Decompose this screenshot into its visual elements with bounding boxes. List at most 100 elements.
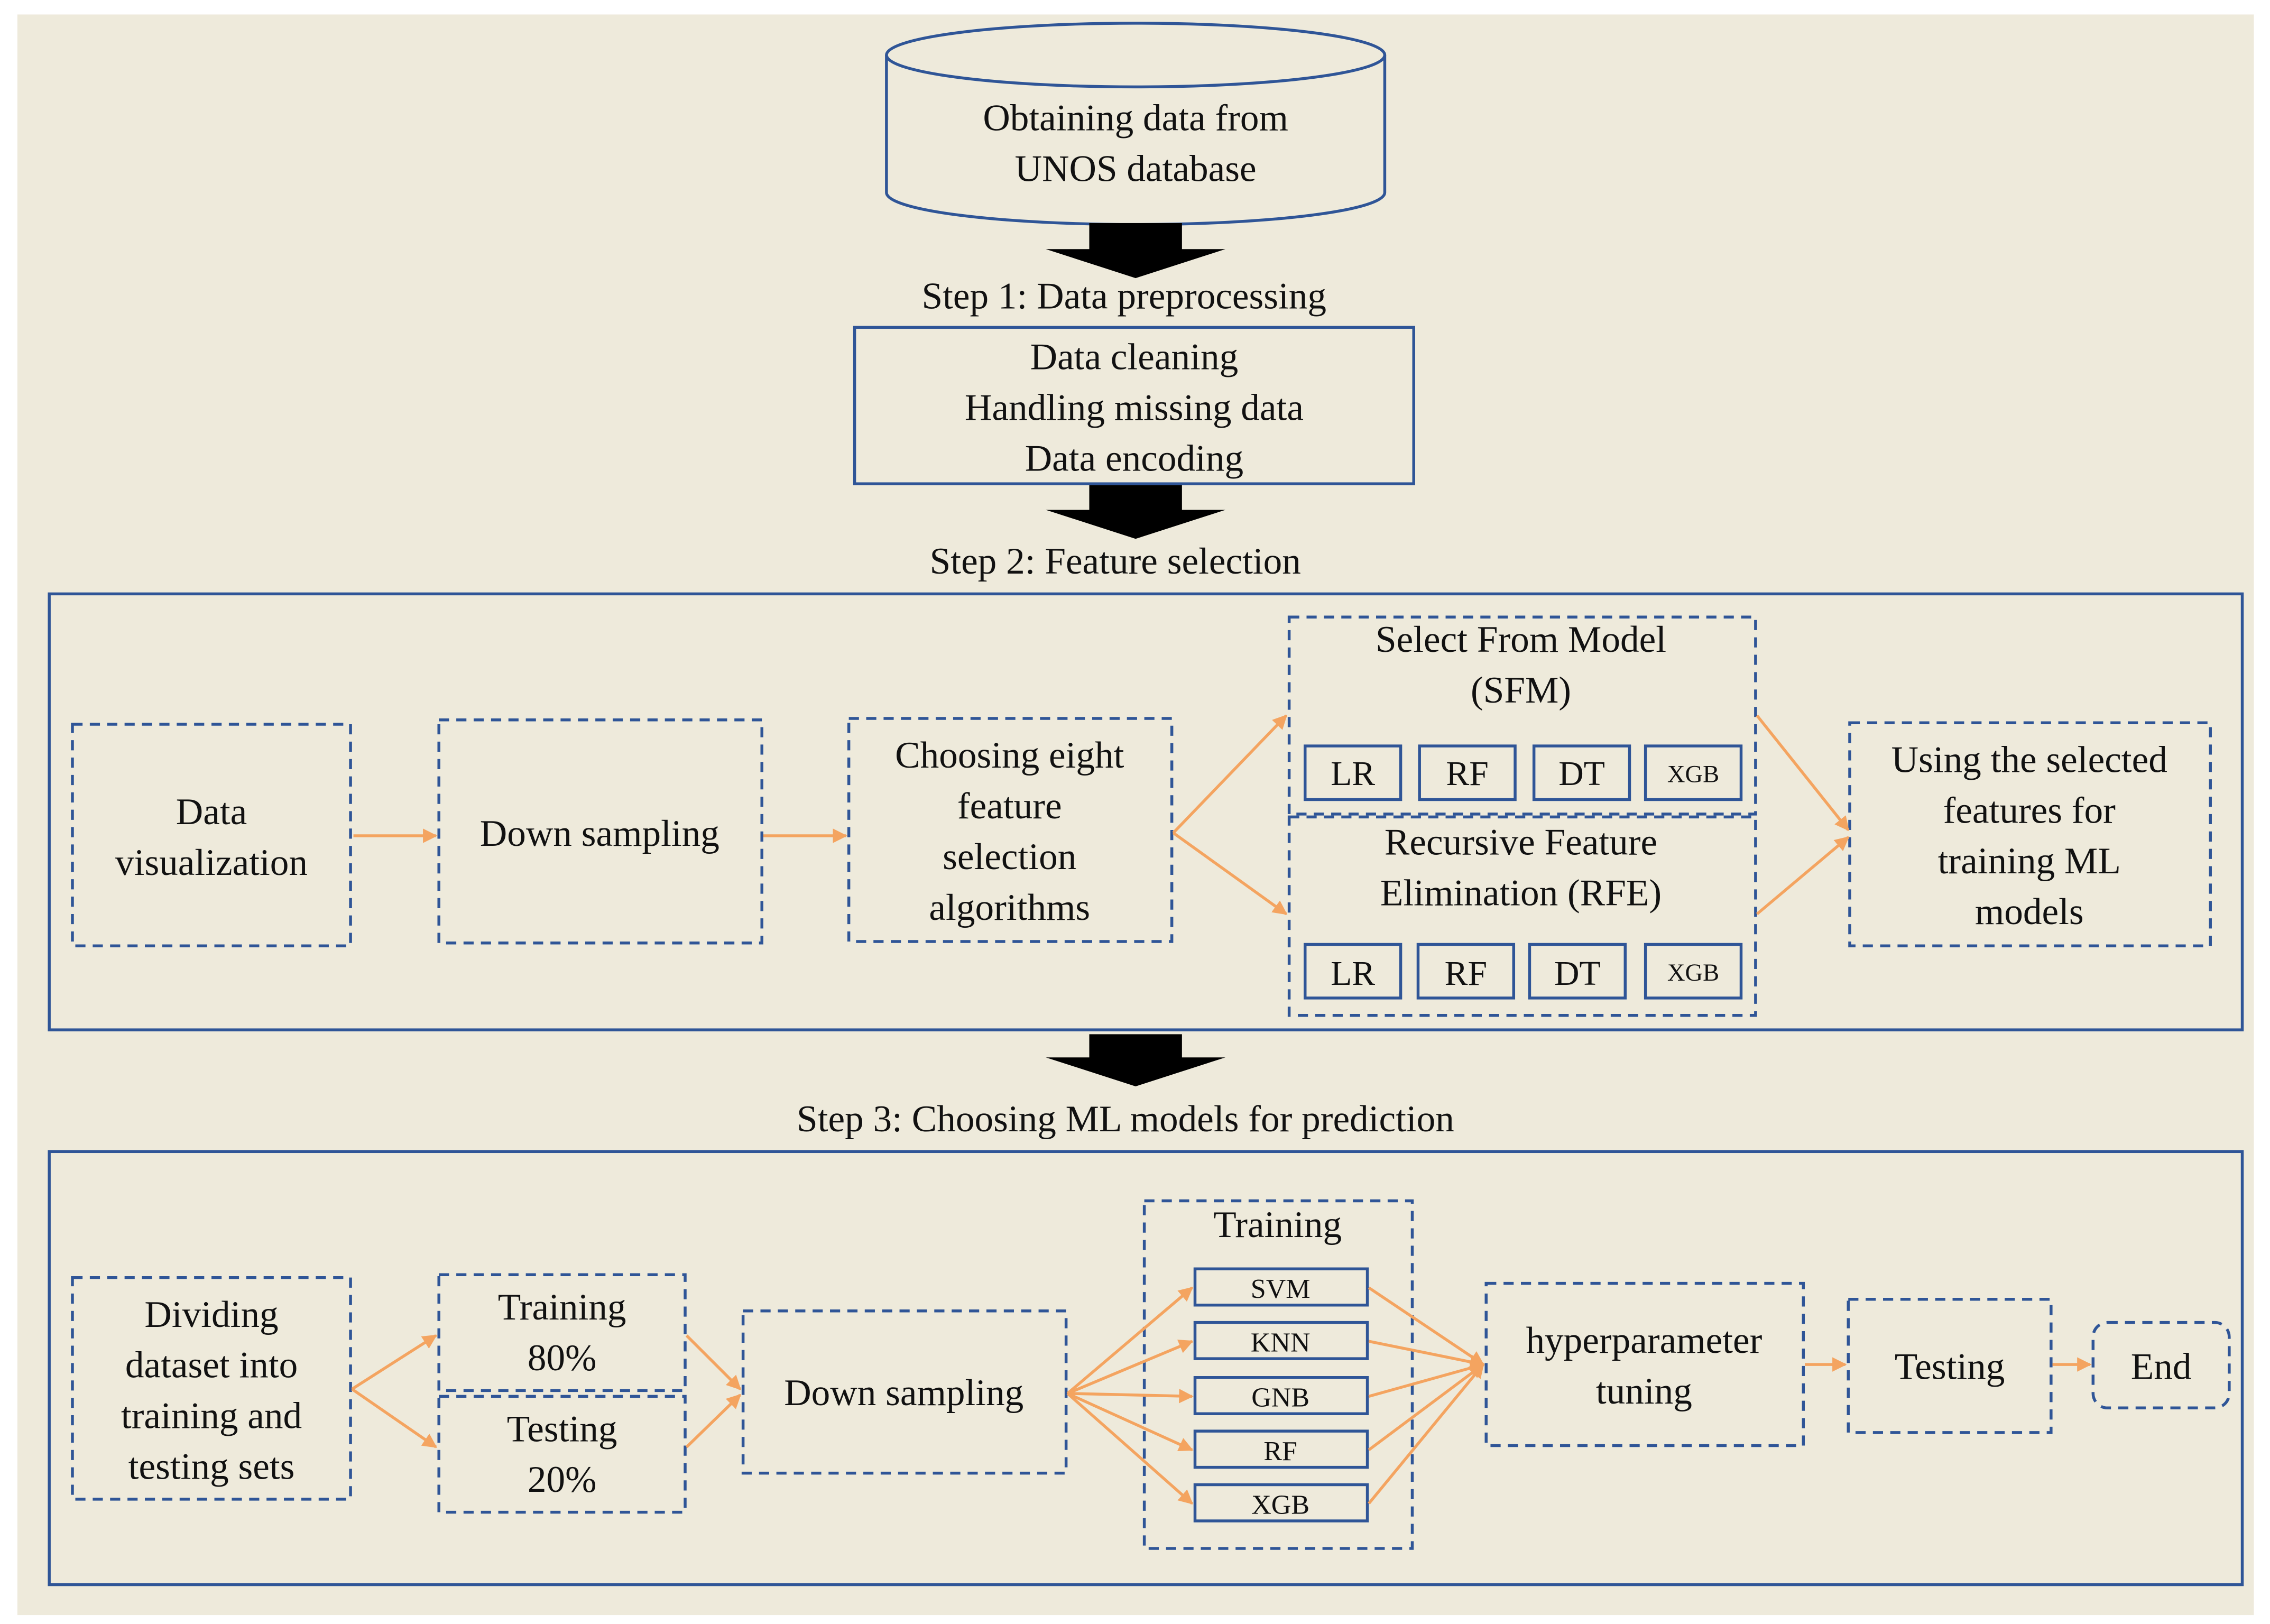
sfm-model-xgb-label: XGB [1667,761,1719,788]
arrow-downsampling-to-svm [1066,1286,1194,1395]
dividing-dataset-line1: Dividing [144,1294,278,1335]
hyperparameter-tuning-line2: tuning [1596,1371,1692,1412]
step2-container [48,592,2244,1031]
rfe-title-line1: Recursive Feature [1385,822,1657,863]
sfm-title-line1: Select From Model [1376,619,1666,660]
testing-label: Testing [1895,1346,2005,1387]
sfm-model-rf [1418,744,1517,801]
rfe-model-rf-label: RF [1445,954,1487,993]
end-node: End [2091,1321,2231,1410]
rfe-model-dt [1528,943,1627,1000]
choosing-algorithms-line1: Choosing eight [895,735,1124,776]
hyperparameter-tuning-frame [1484,1281,1805,1447]
training-split-frame [437,1273,687,1392]
step1-title: Step 1: Data preprocessing [921,276,1326,317]
sfm-model-lr-label: LR [1331,754,1375,793]
training-models-title: Training [1213,1204,1342,1245]
choosing-algorithms-line3: selection [943,836,1076,878]
testing-frame [1847,1298,2053,1434]
sfm-model-lr [1304,744,1402,801]
arrow-downsampling-to-gnb [1067,1389,1194,1404]
dividing-dataset-line3: training and [121,1396,302,1437]
testing-split-percent: 20% [528,1459,597,1500]
big-arrow-down-1 [1046,223,1226,279]
down-sampling-label-step2: Down sampling [480,813,719,854]
model-rf [1193,1429,1369,1469]
step3-connectors [351,1286,2092,1505]
step1-item-missing: Handling missing data [965,387,1304,429]
testing-split-frame [437,1395,687,1514]
dividing-dataset-node: Dividing dataset into training and testi… [71,1276,352,1501]
dividing-dataset-line2: dataset into [125,1345,298,1386]
choosing-algorithms-line2: feature [957,786,1062,827]
model-knn [1193,1321,1369,1360]
arrow-xgb-to-tuning [1368,1363,1484,1505]
end-label: End [2131,1346,2192,1387]
down-sampling-frame-step3 [741,1309,1068,1475]
database-node: Obtaining data from UNOS database [885,22,1387,226]
down-sampling-node-step3: Down sampling [741,1309,1068,1475]
model-svm [1193,1267,1369,1307]
step3-title: Step 3: Choosing ML models for predictio… [797,1099,1454,1140]
diagram-background [17,14,2254,1616]
arrow-training-to-downsampling [685,1334,742,1390]
data-visualization-line2: visualization [115,842,308,883]
rfe-model-xgb [1644,943,1743,1000]
arrow-sfm-to-using [1756,714,1850,832]
training-split-node: Training 80% [437,1273,687,1392]
database-label-line1: Obtaining data from [983,98,1288,139]
model-knn-label: KNN [1251,1327,1311,1358]
training-models-group: Training SVM KNN GNB RF XGB [1142,1199,1414,1550]
data-visualization-line1: Data [176,791,247,833]
step1-frame [853,326,1415,485]
arrow-testing-to-downsampling [685,1394,742,1448]
model-xgb-label: XGB [1251,1490,1309,1520]
rfe-frame [1287,815,1757,1017]
arrow-choosing-to-sfm [1172,714,1288,834]
arrow-dividing-to-testing [351,1388,437,1448]
down-sampling-label-step3: Down sampling [784,1372,1023,1414]
testing-split-label: Testing [507,1408,617,1450]
training-split-percent: 80% [528,1337,597,1379]
step2-title: Step 2: Feature selection [930,541,1301,582]
sfm-title-line2: (SFM) [1471,670,1571,711]
using-selected-features-node: Using the selected features for training… [1848,721,2212,947]
sfm-model-dt [1532,744,1631,801]
training-split-label: Training [498,1287,626,1328]
arrow-downsampling-to-knn [1067,1340,1194,1395]
big-arrow-down-3 [1046,1034,1226,1086]
step1-item-encoding: Data encoding [1025,438,1243,479]
arrow-svm-to-tuning [1368,1286,1485,1366]
rfe-model-lr-label: LR [1331,954,1375,993]
dividing-dataset-frame [71,1276,352,1501]
sfm-model-xgb [1644,744,1743,801]
using-selected-features-line4: models [1975,891,2084,933]
model-gnb-label: GNB [1251,1383,1309,1413]
step2-connectors [353,714,1850,916]
rfe-model-xgb-label: XGB [1667,959,1719,986]
step1-item-cleaning: Data cleaning [1030,337,1239,378]
arrow-gnb-to-tuning [1368,1361,1485,1398]
training-models-frame [1142,1199,1414,1550]
step1-box: Data cleaning Handling missing data Data… [853,326,1415,485]
model-xgb [1193,1483,1369,1522]
using-selected-features-line2: features for [1943,790,2116,831]
testing-split-node: Testing 20% [437,1395,687,1514]
data-visualization-frame [71,723,352,947]
using-selected-features-line1: Using the selected [1891,739,2167,780]
arrow-dividing-to-training [351,1334,438,1390]
database-label-line2: UNOS database [1015,149,1257,190]
dividing-dataset-line4: testing sets [128,1446,295,1488]
step3-container [48,1150,2244,1586]
rfe-model-dt-label: DT [1554,954,1601,993]
arrow-downsampling-to-xgb [1066,1392,1194,1505]
using-selected-features-frame [1848,721,2212,947]
sfm-model-dt-label: DT [1558,754,1605,793]
end-frame [2091,1321,2231,1410]
hyperparameter-tuning-node: hyperparameter tuning [1484,1281,1805,1447]
big-arrow-down-2 [1046,485,1226,539]
arrow-rf-to-tuning [1368,1363,1484,1451]
model-svm-label: SVM [1251,1274,1311,1304]
rfe-model-rf [1416,943,1516,1000]
